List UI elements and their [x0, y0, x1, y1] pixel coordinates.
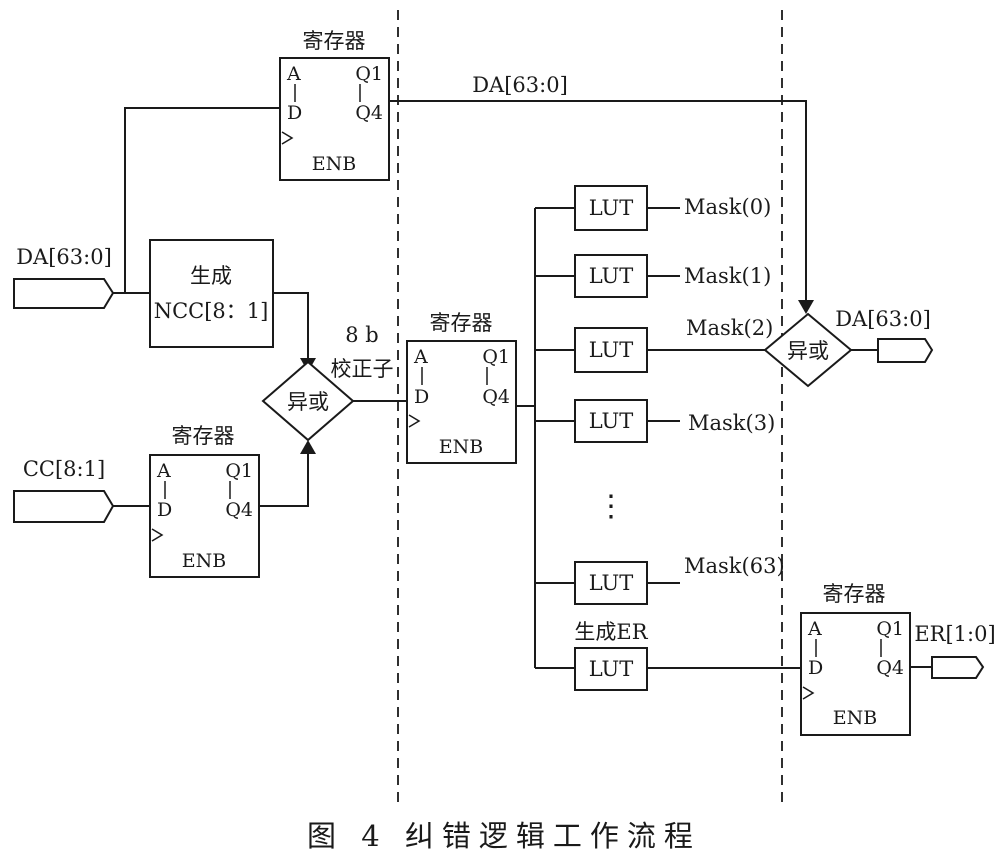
register-3-title: 寄存器 [172, 424, 235, 448]
er-generator-label: 生成ER [574, 620, 648, 644]
output-da: DA[63:0] [835, 307, 934, 363]
register-1-pin-a: A [286, 63, 301, 85]
register-2-pin-q4: Q4 [482, 386, 510, 408]
mask-label-63: Mask(63) [684, 554, 785, 578]
xor-gate-1-label: 异或 [287, 390, 329, 414]
lut-label: LUT [589, 196, 634, 220]
ncc-generator-line2: NCC[8：1] [154, 299, 269, 323]
syndrome-label: 校正子 [331, 357, 394, 381]
mask-label-1: Mask(1) [684, 264, 771, 288]
lut-label: LUT [589, 409, 634, 433]
register-4-pin-q1: Q1 [876, 618, 904, 640]
lut-block-er: LUT [574, 647, 648, 691]
syndrome-width-label: 8 b [345, 323, 378, 347]
output-da-label: DA[63:0] [835, 307, 931, 331]
lut-block-mask-63: LUT [574, 561, 648, 605]
mask-label-2: Mask(2) [686, 316, 773, 340]
input-da: DA[63:0] [13, 245, 115, 309]
register-3-pin-q1: Q1 [225, 460, 253, 482]
register-1-pin-q1: Q1 [355, 63, 383, 85]
register-2-enable: ENB [439, 436, 483, 458]
ncc-generator-line1: 生成 [190, 264, 232, 288]
data-bus-label: DA[63:0] [472, 73, 568, 97]
input-da-label: DA[63:0] [16, 245, 112, 269]
register-3-pin-a: A [156, 460, 171, 482]
wires [110, 100, 932, 669]
register-4: 寄存器 A D Q1 Q4 ENB [800, 582, 911, 736]
figure-caption: 图 4 纠错逻辑工作流程 [307, 819, 701, 853]
xor-gate-2-label: 异或 [787, 339, 829, 363]
xor-gate-1: 异或 [261, 360, 355, 442]
lut-block-mask-3: LUT [574, 399, 648, 443]
register-4-enable: ENB [833, 707, 877, 729]
lut-ellipsis: ⋮ [596, 489, 626, 524]
register-1-pin-q4: Q4 [355, 102, 383, 124]
register-4-pin-d: D [808, 657, 823, 679]
lut-label: LUT [589, 571, 634, 595]
register-4-title: 寄存器 [823, 582, 886, 606]
lut-block-mask-1: LUT [574, 254, 648, 298]
lut-label: LUT [589, 338, 634, 362]
register-1-title: 寄存器 [303, 29, 366, 53]
input-cc-label: CC[8:1] [23, 457, 105, 481]
register-3: 寄存器 A D Q1 Q4 ENB [149, 424, 260, 578]
lut-block-mask-0: LUT [574, 185, 648, 231]
register-1-enable: ENB [312, 153, 356, 175]
register-2-pin-q1: Q1 [482, 346, 510, 368]
register-3-pin-d: D [157, 499, 172, 521]
ncc-generator-block: 生成 NCC[8：1] [149, 239, 274, 348]
lut-label: LUT [589, 264, 634, 288]
output-er: ER[1:0] [914, 622, 996, 679]
register-3-pin-q4: Q4 [225, 499, 253, 521]
register-1-pin-d: D [287, 102, 302, 124]
register-2-title: 寄存器 [430, 311, 493, 335]
register-2-pin-d: D [414, 386, 429, 408]
register-2-pin-a: A [413, 346, 428, 368]
mask-label-3: Mask(3) [688, 411, 775, 435]
register-4-pin-a: A [807, 618, 822, 640]
register-4-pin-q4: Q4 [876, 657, 904, 679]
register-2: 寄存器 A D Q1 Q4 ENB [406, 311, 517, 464]
register-3-enable: ENB [182, 550, 226, 572]
mask-label-0: Mask(0) [684, 195, 771, 219]
xor-gate-2: 异或 [763, 312, 853, 388]
input-cc: CC[8:1] [13, 457, 115, 523]
register-1: 寄存器 A D Q1 Q4 ENB [279, 29, 390, 181]
output-er-label: ER[1:0] [914, 622, 995, 646]
lut-block-mask-2: LUT [574, 327, 648, 373]
lut-label: LUT [589, 657, 634, 681]
